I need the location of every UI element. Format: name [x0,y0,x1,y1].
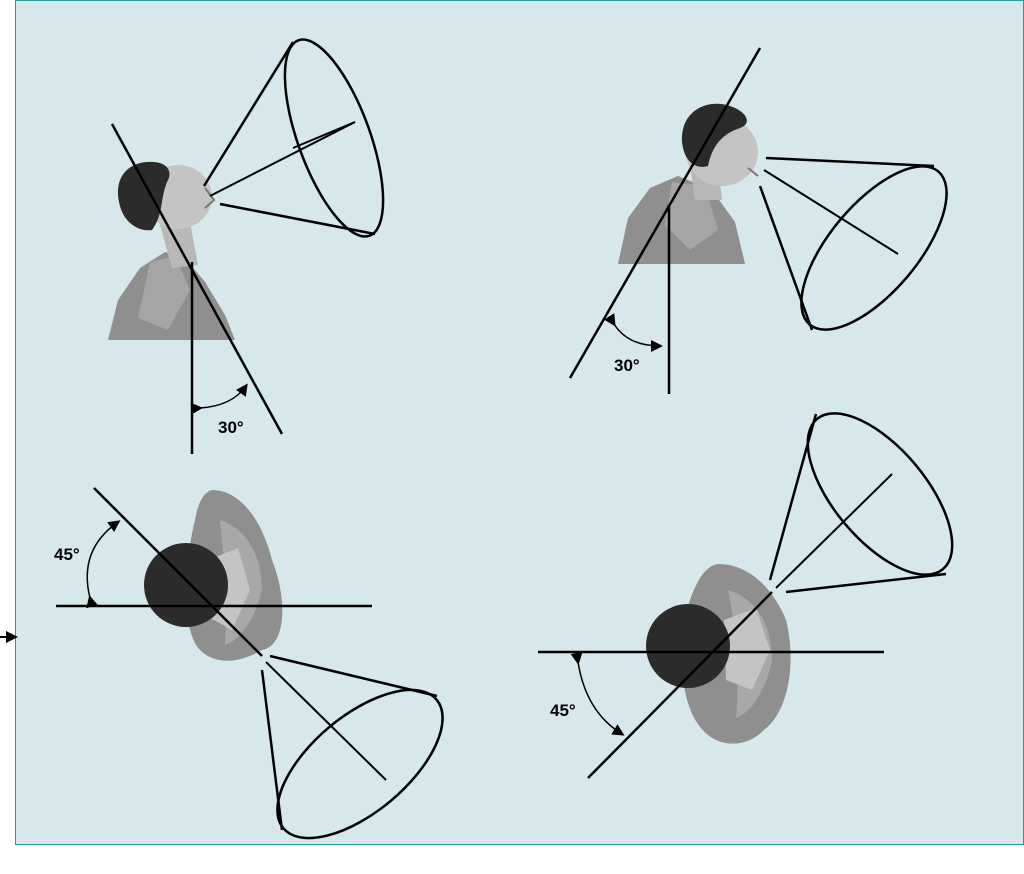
figure-head-tilt-up: 30° [108,38,385,454]
angle-arc [190,383,248,415]
left-edge-arrow [0,631,18,643]
person-profile-downward [618,103,759,264]
angle-arc [86,520,121,609]
vision-cone-upward [202,38,385,238]
neck-axis-line [568,47,762,379]
angle-label-top-left: 45° [54,545,80,564]
rotation-axis-line [587,591,773,779]
angle-label-downward: 30° [614,356,640,375]
angle-label-upward: 30° [218,418,244,437]
angle-arc [604,313,663,352]
vision-cone-downward [758,156,948,331]
angle-arc [570,652,625,736]
rotation-axis-line [93,487,263,657]
figure-top-view-right: 45° [538,412,954,779]
panel-fill [16,1,1023,844]
head [646,604,730,688]
vision-cone-top-right [768,412,954,594]
hair [117,161,170,231]
angle-label-top-right: 45° [550,701,576,720]
neck-axis-line [110,123,284,435]
figure-top-view-left: 45° [54,487,444,840]
vision-cone-top-left [260,654,444,840]
head [144,543,228,627]
hair [681,103,747,167]
figure-head-tilt-down: 30° [568,47,948,394]
person-top-view-right [646,564,791,744]
